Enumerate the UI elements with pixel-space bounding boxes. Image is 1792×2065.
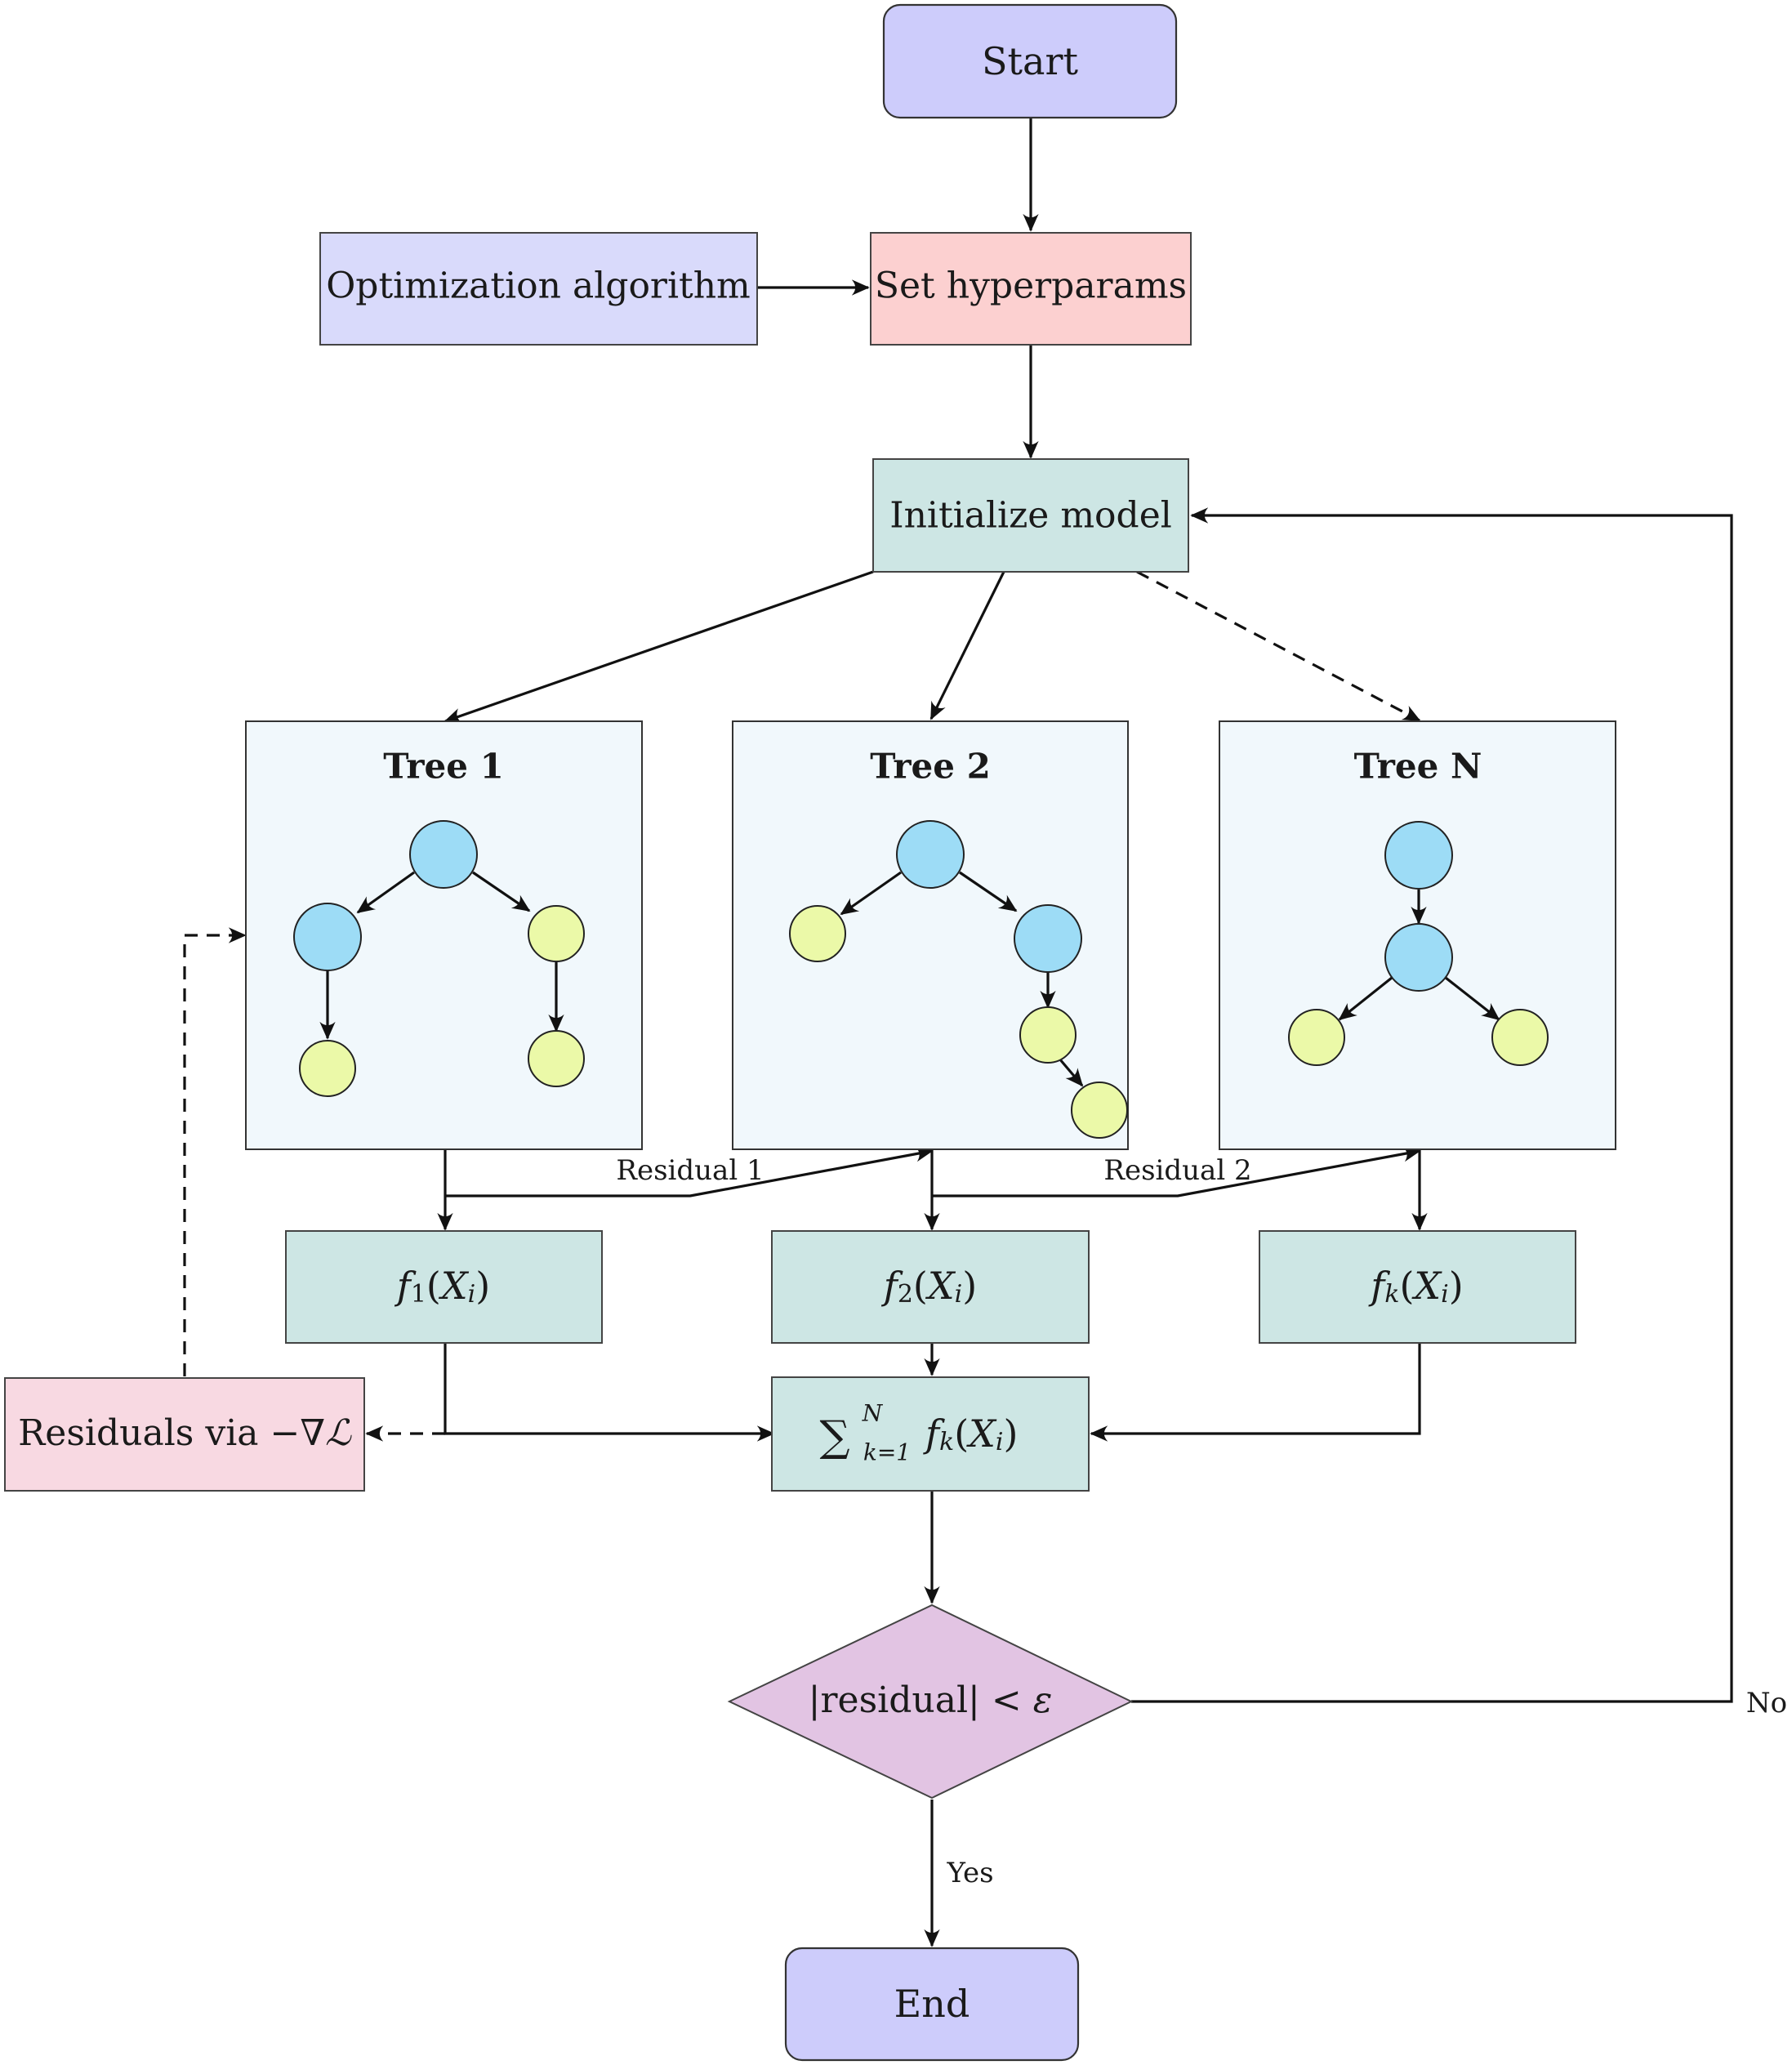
- tree-2-leaf-node: [1019, 1006, 1077, 1064]
- sum-node: ∑ N k=1 fk(Xi): [771, 1376, 1090, 1492]
- edge-no-loop: [1131, 507, 1733, 1703]
- tree-2-edge-root-right: [959, 871, 1018, 912]
- edge-fk-to-sum: [1090, 1344, 1421, 1442]
- residual-1-label: Residual 1: [616, 1154, 764, 1187]
- hyperparams-label: Set hyperparams: [875, 265, 1187, 307]
- start-node: Start: [882, 3, 1178, 119]
- fk-node: fk(Xi): [1259, 1230, 1576, 1344]
- tree-2-leaf-node: [1071, 1082, 1128, 1139]
- tree-1-edge-root-right: [472, 871, 531, 912]
- tree-n-title: Tree N: [1354, 747, 1482, 787]
- end-label: End: [894, 1982, 970, 2026]
- tree-1-leaf-node: [299, 1040, 356, 1097]
- tree-1-leaf-node: [528, 1030, 585, 1087]
- tree-2-edge-leaf-leaf: [1058, 1057, 1084, 1087]
- yes-label: Yes: [946, 1857, 993, 1889]
- f1-formula: f1(Xi): [395, 1264, 490, 1309]
- sum-lower-limit: k=1: [863, 1439, 911, 1466]
- tree-n-edge-internal-left: [1338, 976, 1393, 1021]
- edge-residuals-to-tree1: [183, 927, 247, 1376]
- sum-upper-limit: N: [862, 1400, 884, 1427]
- decision-node: |residual| < ε: [727, 1603, 1134, 1800]
- residuals-node: Residuals via −∇ℒ: [4, 1377, 365, 1492]
- residuals-label: Residuals via −∇ℒ: [18, 1412, 352, 1454]
- tree-2-title: Tree 2: [870, 747, 991, 787]
- no-label: No: [1746, 1687, 1787, 1719]
- edge-initialize-to-treeN: [1136, 570, 1421, 722]
- tree-n-edge-internal-right: [1445, 976, 1500, 1021]
- tree-2-leaf-node: [789, 905, 846, 962]
- f1-node: f1(Xi): [285, 1230, 603, 1344]
- tree-2-root-node: [896, 820, 965, 889]
- edge-initialize-to-tree1: [444, 570, 874, 724]
- tree-1-root-node: [409, 820, 478, 889]
- f2-node: f2(Xi): [771, 1230, 1090, 1344]
- edge-initialize-to-tree2: [929, 571, 1005, 720]
- tree-2-edge-root-left: [840, 871, 902, 916]
- tree-n-internal-node: [1384, 923, 1453, 992]
- fk-formula: fk(Xi): [1368, 1264, 1463, 1309]
- start-label: Start: [982, 39, 1078, 83]
- sum-sigma: ∑: [819, 1412, 849, 1461]
- tree-n-root-node: [1384, 821, 1453, 890]
- tree-1-title: Tree 1: [383, 747, 504, 787]
- optimization-label: Optimization algorithm: [326, 265, 751, 307]
- edge-residual-1: [445, 1146, 934, 1198]
- edge-f1-to-sum: [444, 1344, 775, 1442]
- f2-formula: f2(Xi): [881, 1264, 977, 1309]
- tree-1-panel: Tree 1: [245, 720, 643, 1150]
- optimization-node: Optimization algorithm: [319, 232, 758, 346]
- tree-2-internal-node: [1014, 904, 1082, 973]
- tree-1-edge-root-left: [356, 871, 415, 914]
- residual-2-label: Residual 2: [1103, 1154, 1251, 1187]
- tree-n-leaf-node: [1288, 1009, 1345, 1066]
- edge-residual-2: [932, 1146, 1421, 1198]
- end-node: End: [784, 1947, 1080, 2062]
- tree-1-leaf-node: [528, 905, 585, 962]
- tree-1-internal-node: [293, 903, 362, 971]
- tree-n-panel: Tree N: [1219, 720, 1616, 1150]
- initialize-label: Initialize model: [889, 495, 1172, 537]
- hyperparams-node: Set hyperparams: [870, 232, 1192, 346]
- tree-n-leaf-node: [1491, 1009, 1549, 1066]
- sum-term: fk(Xi): [923, 1412, 1018, 1456]
- decision-label: |residual| < ε: [809, 1679, 1053, 1721]
- initialize-node: Initialize model: [872, 458, 1189, 573]
- edges: [183, 118, 1733, 1947]
- tree-2-panel: Tree 2: [732, 720, 1129, 1150]
